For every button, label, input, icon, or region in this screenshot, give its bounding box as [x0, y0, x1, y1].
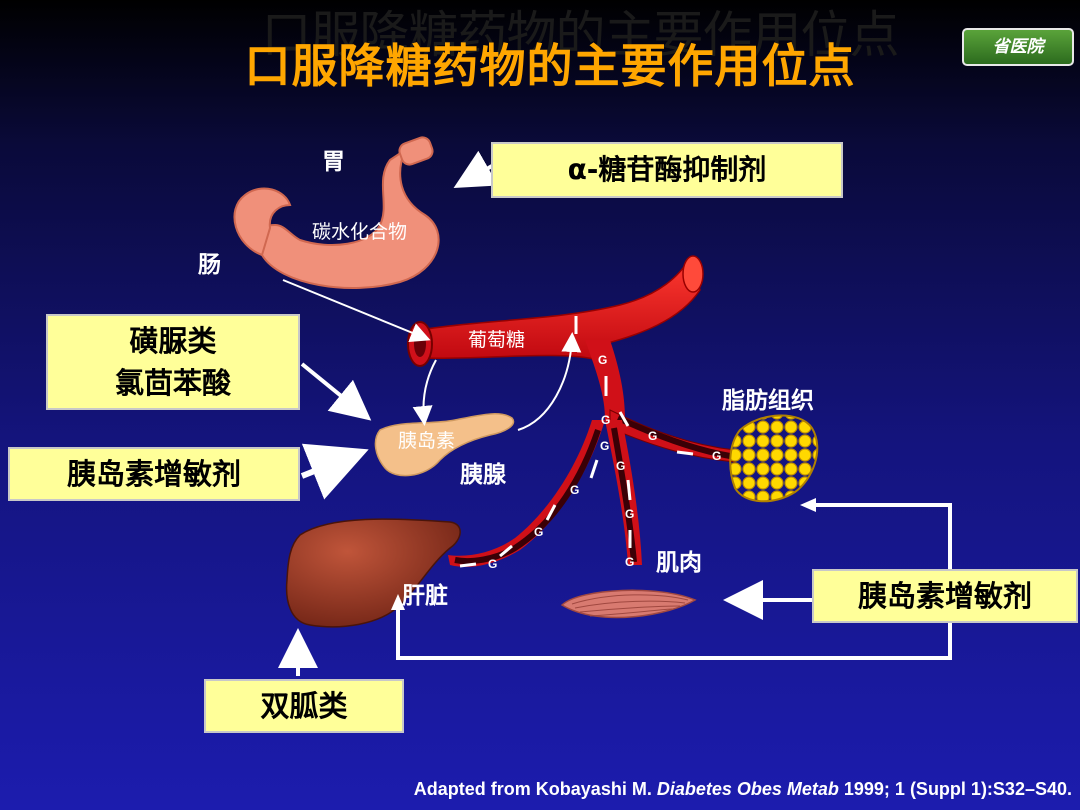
hospital-logo: 省医院 — [962, 28, 1074, 66]
feedback-line-up — [815, 503, 952, 590]
label-insulin: 胰岛素 — [398, 430, 456, 452]
glucose-marker: G — [598, 353, 607, 367]
sulfonylurea-line1: 磺脲类 — [129, 324, 217, 358]
glucose-marker: G — [648, 429, 657, 443]
arrows — [278, 150, 952, 676]
arrow-to-pancreas — [300, 362, 372, 421]
glucose-markers: G G G G G G G G G G G — [488, 353, 721, 571]
glucose-marker: G — [712, 449, 721, 463]
label-adipose: 脂肪组织 — [722, 388, 814, 414]
label-intestine: 肠 — [198, 252, 221, 278]
citation: Adapted from Kobayashi M. Diabetes Obes … — [414, 779, 1072, 800]
feedback-line — [396, 592, 952, 660]
slide-title: 口服降糖药物的主要作用位点 — [244, 39, 856, 93]
label-stomach: 胃 — [322, 149, 345, 175]
insulin-to-glucose-arrow — [517, 332, 582, 431]
citation-prefix: Adapted from Kobayashi M. — [413, 779, 657, 799]
label-glucose: 葡萄糖 — [468, 329, 526, 351]
intestine-pointer — [282, 279, 431, 342]
sulfonylurea-line2: 氯茴苯酸 — [114, 366, 231, 400]
glucose-marker: G — [616, 459, 625, 473]
muscle-shape — [560, 589, 697, 619]
ghost-title: 口服降糖药物的主要作用位点 — [261, 6, 900, 64]
liver-shape — [285, 518, 461, 628]
glucose-dashes — [459, 316, 694, 568]
citation-suffix: 1999; 1 (Suppl 1):S32–S40. — [838, 779, 1072, 799]
citation-journal: Diabetes Obes Metab — [656, 779, 839, 799]
arrow-to-stomach — [453, 150, 499, 188]
glucose-marker: G — [625, 507, 634, 521]
glucose-marker: G — [601, 413, 610, 427]
label-liver: 肝脏 — [402, 583, 448, 609]
glucose-marker: G — [488, 557, 497, 571]
box-alpha-glucosidase-inhibitor: α-糖苷酶抑制剂 — [491, 142, 843, 198]
glucose-marker: G — [600, 439, 609, 453]
arrow-sensitizer-to-pancreas — [300, 443, 369, 500]
insulin-release-arrow — [412, 359, 437, 426]
glucose-marker: G — [534, 525, 543, 539]
label-carbohydrate: 碳水化合物 — [312, 221, 408, 243]
box-insulin-sensitizer-left: 胰岛素增敏剂 — [8, 447, 300, 501]
box-sulfonylurea: 磺脲类 氯茴苯酸 — [46, 314, 300, 410]
glucose-marker: G — [625, 555, 634, 569]
adipose-shape — [729, 414, 819, 503]
glucose-marker: G — [570, 483, 579, 497]
label-muscle: 肌肉 — [656, 550, 702, 576]
pancreas-shape — [374, 413, 515, 477]
stomach-shape — [233, 136, 440, 289]
label-pancreas: 胰腺 — [460, 462, 506, 488]
box-biguanide: 双胍类 — [204, 679, 404, 733]
box-insulin-sensitizer-right: 胰岛素增敏剂 — [812, 569, 1078, 623]
blood-vessel — [407, 255, 736, 567]
